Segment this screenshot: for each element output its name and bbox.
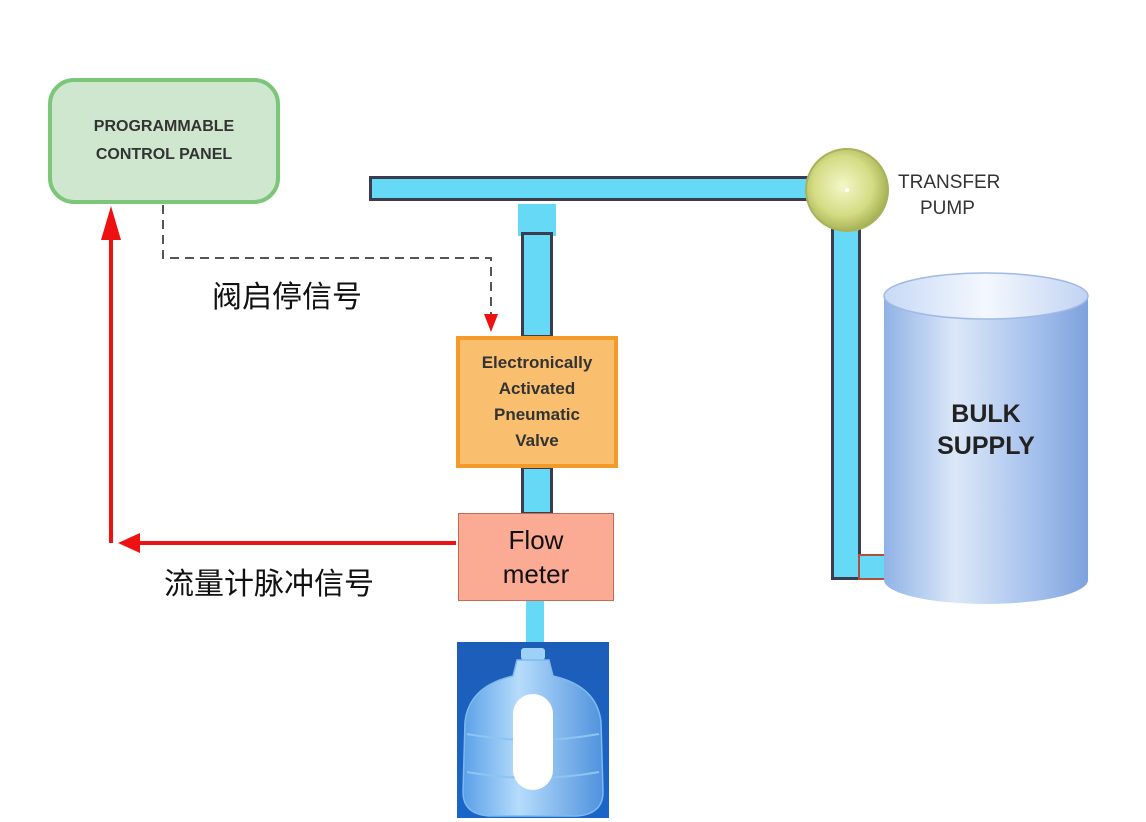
pump-label-line2: PUMP bbox=[920, 198, 975, 219]
water-bottle-icon bbox=[457, 642, 609, 818]
flow-meter: Flow meter bbox=[458, 513, 614, 601]
control-panel-label-line1: PROGRAMMABLE bbox=[93, 118, 235, 135]
valve-label-line2: Activated bbox=[498, 379, 576, 398]
flow-meter-label-line2: meter bbox=[502, 559, 570, 589]
flow-signal-up-arrowhead bbox=[101, 206, 121, 240]
pneumatic-valve: Electronically Activated Pneumatic Valve bbox=[456, 336, 618, 468]
tank-outlet-connector bbox=[858, 554, 886, 580]
pipe-tee-joint bbox=[518, 204, 556, 236]
control-panel-label-line2: CONTROL PANEL bbox=[95, 146, 233, 163]
top-horizontal-pipe bbox=[369, 176, 813, 201]
vertical-pipe-valve-to-meter bbox=[521, 466, 553, 515]
flow-signal-left-arrowhead bbox=[118, 533, 140, 553]
transfer-pump-icon bbox=[805, 148, 889, 232]
flow-meter-label-line1: Flow bbox=[508, 525, 564, 555]
pump-label: TRANSFER PUMP bbox=[898, 170, 1000, 222]
flow-signal-label: 流量计脉冲信号 bbox=[164, 567, 374, 602]
valve-label-line4: Valve bbox=[515, 431, 559, 450]
valve-signal-label: 阀启停信号 bbox=[212, 280, 362, 315]
bulk-supply-tank-icon bbox=[883, 272, 1089, 604]
pump-label-line1: TRANSFER bbox=[898, 172, 1001, 193]
nozzle-pipe bbox=[526, 601, 544, 643]
valve-signal-dashed-line bbox=[162, 205, 492, 318]
programmable-control-panel: PROGRAMMABLE CONTROL PANEL bbox=[48, 78, 280, 204]
tank-label-line2: SUPPLY bbox=[937, 432, 1035, 460]
tank-label-line1: BULK bbox=[951, 400, 1021, 428]
valve-label-line1: Electronically bbox=[481, 353, 593, 372]
tank-label: BULK SUPPLY bbox=[900, 398, 1072, 462]
valve-label-line3: Pneumatic bbox=[494, 405, 580, 424]
pump-vertical-pipe bbox=[831, 226, 861, 580]
vertical-pipe-to-valve bbox=[521, 232, 553, 338]
valve-signal-arrowhead bbox=[484, 314, 498, 332]
